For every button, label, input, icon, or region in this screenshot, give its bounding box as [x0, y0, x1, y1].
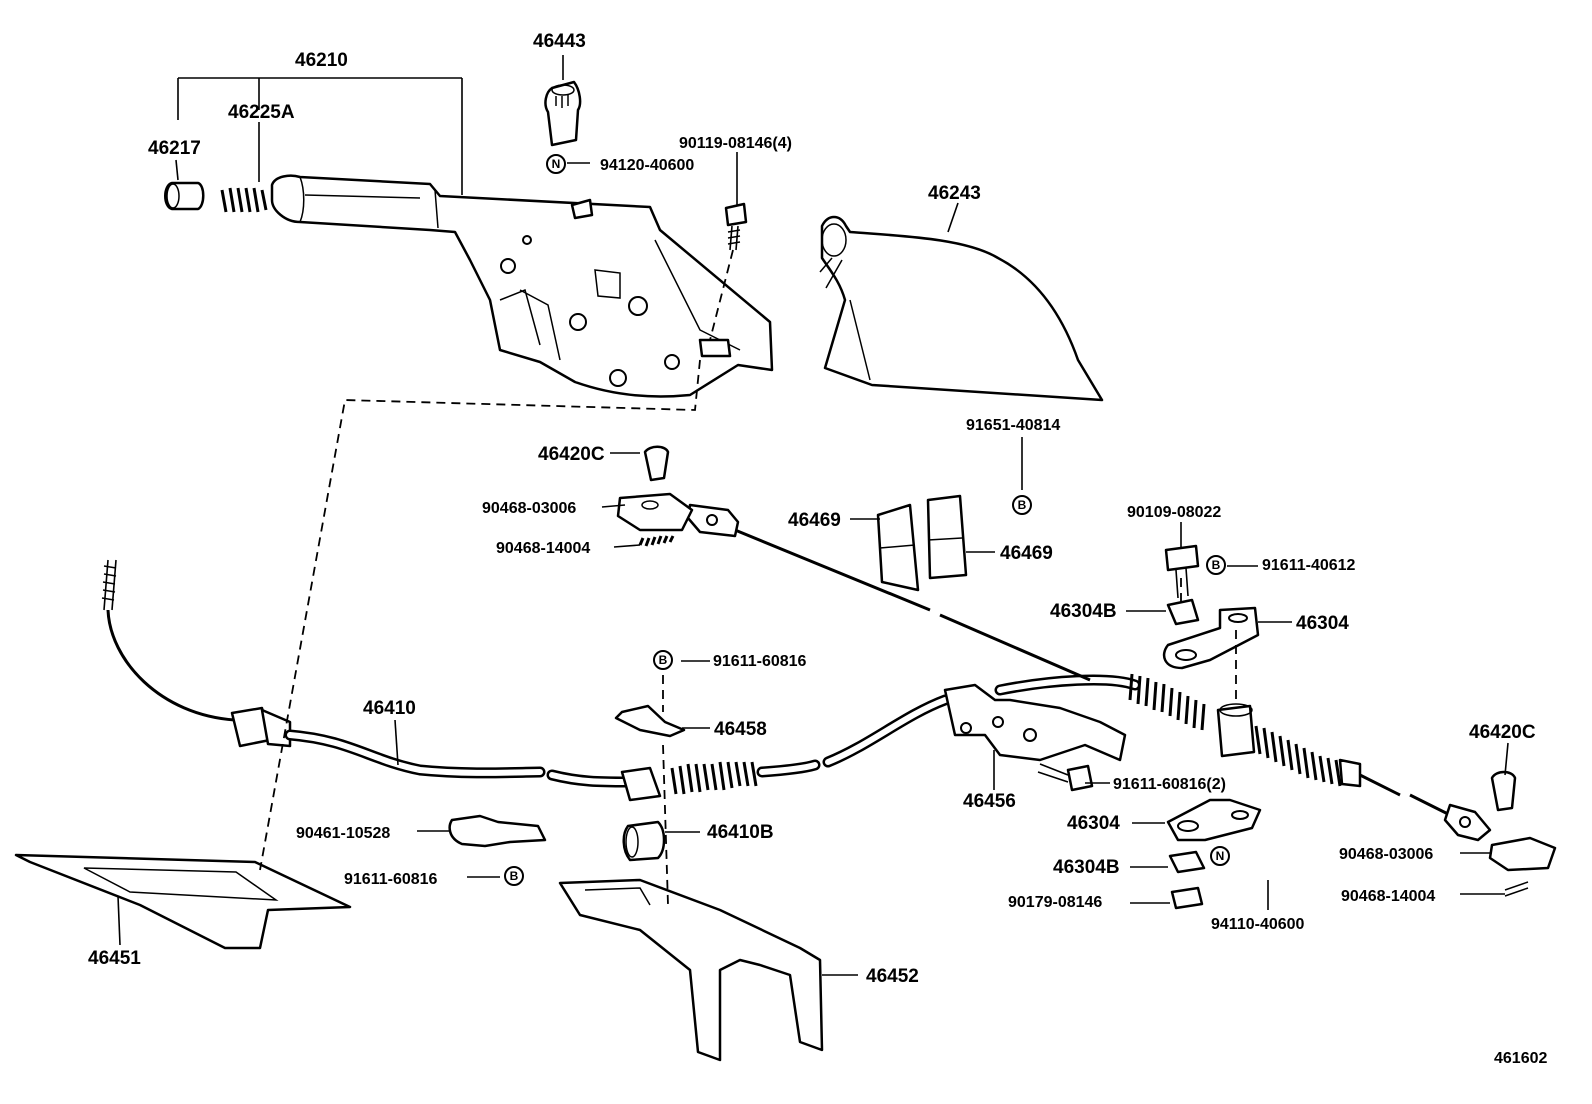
label-front-cable[interactable]: 46410 — [363, 698, 416, 719]
svg-text:B: B — [510, 869, 519, 883]
nut-badge-upper: N — [546, 154, 566, 174]
label-retainer[interactable]: 46458 — [714, 719, 767, 740]
label-support-bracket[interactable]: 46452 — [866, 966, 919, 987]
label-nut-upper[interactable]: 46304B — [1050, 601, 1117, 622]
label-nut-n-lower[interactable]: 94110-40600 — [1211, 916, 1305, 933]
label-bolt-top-right[interactable]: 90109-08022 — [1127, 504, 1221, 521]
svg-text:B: B — [1212, 558, 1221, 572]
bolt-badge-upper: B — [1012, 495, 1032, 515]
label-nut-small[interactable]: 94120-40600 — [600, 157, 694, 174]
svg-text:N: N — [1216, 849, 1225, 863]
label-plug-right[interactable]: 46420C — [1469, 722, 1536, 743]
small-parts-drawing — [14, 445, 1557, 1062]
label-bracket-right[interactable]: 46469 — [1000, 543, 1053, 564]
label-equalizer-bracket-upper[interactable]: 46304 — [1296, 613, 1349, 634]
label-bolt-left-b[interactable]: 91611-60816 — [344, 871, 438, 888]
part-labels: 46210 46443 46225A 46217 90119-08146(4) … — [88, 31, 1547, 1067]
label-clip-right[interactable]: 90468-03006 — [1339, 846, 1433, 863]
diagram-id: 461602 — [1494, 1050, 1547, 1067]
cable-drawing — [101, 503, 1492, 842]
bolt-badge-left: B — [504, 866, 524, 886]
label-spring[interactable]: 46225A — [228, 102, 295, 123]
label-cover[interactable]: 46451 — [88, 948, 141, 969]
svg-text:B: B — [1018, 498, 1027, 512]
label-clip-left[interactable]: 90468-03006 — [482, 500, 576, 517]
label-grommet[interactable]: 46410B — [707, 822, 774, 843]
label-cable-bracket[interactable]: 46456 — [963, 791, 1016, 812]
nut-badge-lower: N — [1210, 846, 1230, 866]
label-release-knob[interactable]: 46443 — [533, 31, 586, 52]
bolt-badge-center: B — [653, 650, 673, 670]
label-nut-bottom[interactable]: 90179-08146 — [1008, 894, 1102, 911]
label-nut-lower[interactable]: 46304B — [1053, 857, 1120, 878]
label-bolt-b[interactable]: 91651-40814 — [966, 417, 1060, 434]
label-lever-assy[interactable]: 46210 — [295, 50, 348, 71]
label-clamp[interactable]: 90461-10528 — [296, 825, 390, 842]
label-equalizer-bracket-lower[interactable]: 46304 — [1067, 813, 1120, 834]
leader-lines — [117, 55, 1509, 976]
label-pin-left[interactable]: 90468-14004 — [496, 540, 590, 557]
label-bolt-4[interactable]: 90119-08146(4) — [679, 135, 792, 152]
label-bolt-center[interactable]: 91611-60816 — [713, 653, 807, 670]
svg-text:N: N — [552, 157, 561, 171]
label-bracket-left[interactable]: 46469 — [788, 510, 841, 531]
lever-assy-drawing — [164, 80, 774, 398]
label-bolt-2[interactable]: 91611-60816(2) — [1113, 776, 1226, 793]
label-grip[interactable]: 46217 — [148, 138, 201, 159]
label-pin-right[interactable]: 90468-14004 — [1341, 888, 1435, 905]
label-boot[interactable]: 46243 — [928, 183, 981, 204]
boot-drawing — [819, 215, 1104, 402]
label-bolt-b-right[interactable]: 91611-40612 — [1262, 557, 1356, 574]
label-plug-left[interactable]: 46420C — [538, 444, 605, 465]
bolt-badge-right: B — [1206, 555, 1226, 575]
svg-text:B: B — [659, 653, 668, 667]
